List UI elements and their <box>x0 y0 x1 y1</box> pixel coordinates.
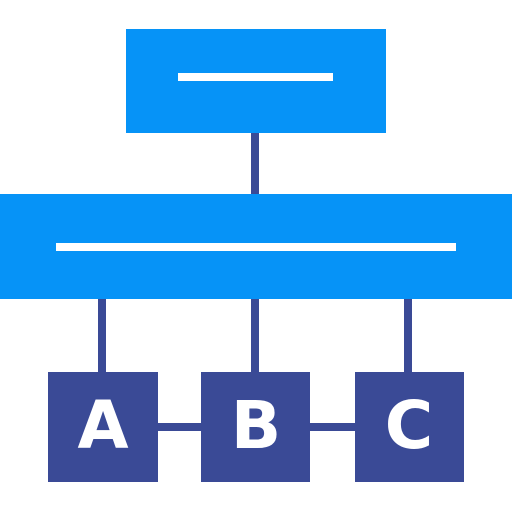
connector-lines <box>98 133 412 431</box>
connector-middle-to-b <box>251 298 259 372</box>
node-b: B <box>201 372 310 482</box>
connector-b-to-c <box>310 423 355 431</box>
node-c-label: C <box>385 387 433 464</box>
text-line-icon <box>178 73 333 81</box>
node-a-label: A <box>77 387 128 464</box>
connector-top-to-middle <box>251 133 259 196</box>
top-box <box>126 29 386 133</box>
connector-middle-to-c <box>404 298 412 372</box>
node-a: A <box>48 372 158 482</box>
node-a-box <box>48 372 158 482</box>
middle-bar <box>0 194 512 299</box>
node-b-box <box>201 372 310 482</box>
text-line-icon <box>56 243 456 251</box>
connector-middle-to-a <box>98 298 106 372</box>
node-c-box <box>355 372 464 482</box>
node-b-label: B <box>231 387 281 464</box>
node-c: C <box>355 372 464 482</box>
connector-a-to-b <box>157 423 201 431</box>
